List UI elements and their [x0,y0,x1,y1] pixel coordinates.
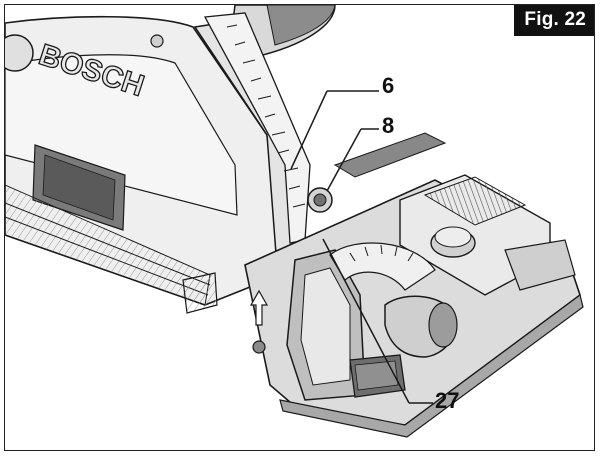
figure-label: Fig. 22 [514,5,594,36]
vent-slot-inner [42,154,116,221]
bevel-scale [329,242,436,291]
housing-panel [5,54,238,216]
lower-switch [182,272,218,314]
base-plate-rail [279,293,584,438]
figure-frame: BOSCH [4,4,595,451]
riving-block-ribs [423,176,527,226]
logo-emblem [5,34,34,72]
right-clamp [504,239,576,291]
circular-saw-illustration: BOSCH [5,5,584,438]
handle-shadow [266,5,336,46]
callout-27: 27 [435,388,460,413]
callout-8: 8 [382,113,395,138]
housing-screw [150,34,164,48]
direction-arrow [249,289,269,326]
base-slot [333,132,447,178]
scale-ticks [226,24,306,208]
callout-6: 6 [382,73,395,98]
